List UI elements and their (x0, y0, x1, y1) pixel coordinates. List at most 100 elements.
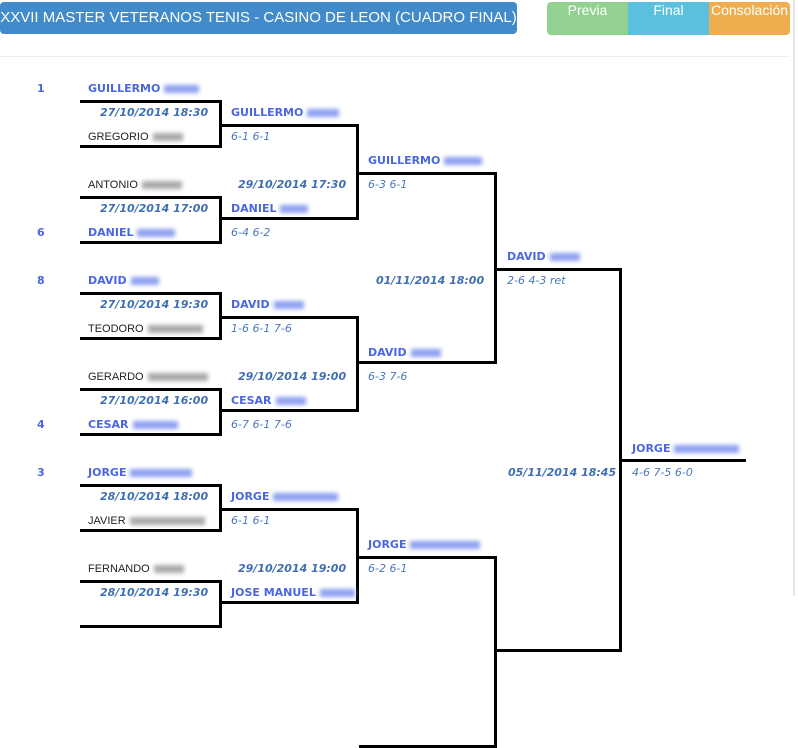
redacted-surname (275, 397, 306, 405)
redacted-surname (130, 277, 159, 285)
match-score: 6-1 6-1 (231, 514, 270, 528)
winner-name: GUILLERMO (88, 82, 200, 96)
redacted-surname (141, 181, 182, 190)
winner-name: DAVID (88, 274, 159, 288)
match-date-label: 27/10/2014 16:00 (100, 394, 209, 407)
player-name-label: GREGORIO (88, 131, 149, 143)
match-score: 6-4 6-2 (231, 226, 270, 240)
seed-number-label: 8 (37, 274, 45, 287)
winner-name-label: DAVID (368, 346, 407, 359)
match-score: 6-7 6-1 7-6 (231, 418, 292, 432)
scrollbar[interactable] (793, 0, 795, 596)
redacted-surname (152, 133, 183, 142)
redacted-surname (273, 301, 304, 309)
winner-name-label: CESAR (231, 394, 272, 407)
winner-name-label: DAVID (507, 250, 546, 263)
match-date: 05/11/2014 18:45 (508, 466, 616, 480)
redacted-surname (147, 325, 203, 334)
winner-name: JORGE (231, 490, 339, 504)
tournament-title[interactable]: XXVII MASTER VETERANOS TENIS - CASINO DE… (0, 2, 517, 34)
match-score-label: 6-1 6-1 (231, 514, 271, 527)
player-name: JAVIER (88, 514, 205, 528)
match-date: 29/10/2014 19:00 (238, 370, 346, 384)
winner-name: DAVID (368, 346, 441, 360)
player-name-label: GERARDO (88, 371, 144, 383)
match-score-label: 6-2 6-1 (368, 562, 408, 575)
match-date-label: 29/10/2014 19:00 (238, 370, 347, 383)
bracket-line (622, 459, 746, 462)
match-score: 2-6 4-3 ret (507, 274, 566, 288)
winner-name: GUILLERMO (368, 154, 483, 168)
final-score: 4-6 7-5 6-0 (632, 466, 693, 480)
match-score-label: 6-4 6-2 (231, 226, 271, 239)
tab-final[interactable]: Final (628, 2, 709, 35)
redacted-surname (273, 493, 339, 501)
winner-name-label: DANIEL (88, 226, 134, 239)
player-name: FERNANDO (88, 562, 184, 576)
winner-name: JORGE (88, 466, 193, 480)
winner-name-label: GUILLERMO (368, 154, 441, 167)
redacted-surname (132, 421, 178, 429)
bracket-line (222, 124, 359, 220)
seed-number-label: 6 (37, 226, 45, 239)
winner-name: DANIEL (231, 202, 309, 216)
winner-name: JOSE MANUEL (231, 586, 355, 600)
winner-name: CESAR (231, 394, 306, 408)
bracket-line (497, 268, 622, 652)
match-date-label: 27/10/2014 19:30 (100, 298, 209, 311)
player-name-label: TEODORO (88, 323, 144, 335)
match-date-label: 29/10/2014 17:30 (238, 178, 347, 191)
match-score-label: 1-6 6-1 7-6 (231, 322, 292, 335)
winner-name-label: GUILLERMO (231, 106, 304, 119)
bracket-line (80, 292, 222, 340)
match-score: 6-3 6-1 (368, 178, 407, 192)
match-date-label: 27/10/2014 17:00 (100, 202, 209, 215)
tab-consolacion[interactable]: Consolación (709, 2, 790, 35)
bracket-line (80, 100, 222, 148)
bracket-line (359, 556, 497, 748)
redacted-surname (674, 445, 740, 453)
seed-number-label: 3 (37, 466, 45, 479)
winner-name: DAVID (231, 298, 304, 312)
match-score-label: 6-3 6-1 (368, 178, 408, 191)
redacted-surname (549, 253, 580, 261)
champion-name: JORGE (632, 442, 740, 456)
seed-number: 4 (37, 418, 45, 432)
player-name: GERARDO (88, 370, 208, 384)
redacted-surname (280, 205, 309, 213)
tab-previa[interactable]: Previa (547, 2, 628, 35)
seed-number: 6 (37, 226, 45, 240)
winner-name-label: JORGE (368, 538, 407, 551)
player-name: ANTONIO (88, 178, 182, 192)
bracket-line (80, 388, 222, 436)
match-date: 29/10/2014 17:30 (238, 178, 346, 192)
match-score: 6-3 7-6 (368, 370, 407, 384)
match-score: 6-1 6-1 (231, 130, 270, 144)
winner-name: GUILLERMO (231, 106, 340, 120)
seed-number: 8 (37, 274, 45, 288)
bracket-line (80, 484, 222, 532)
match-score-label: 6-7 6-1 7-6 (231, 418, 292, 431)
match-date: 27/10/2014 17:00 (100, 202, 208, 216)
match-date-label: 28/10/2014 19:30 (100, 586, 209, 599)
redacted-surname (130, 469, 193, 477)
redacted-surname (153, 565, 184, 574)
seed-number: 1 (37, 82, 45, 96)
seed-number-label: 4 (37, 418, 45, 431)
bracket-line (80, 196, 222, 244)
bracket-line (359, 172, 497, 364)
match-date: 27/10/2014 18:30 (100, 106, 208, 120)
match-date: 28/10/2014 18:00 (100, 490, 208, 504)
seed-number-label: 1 (37, 82, 45, 95)
match-date: 27/10/2014 19:30 (100, 298, 208, 312)
player-name: GREGORIO (88, 130, 183, 144)
winner-name-label: JOSE MANUEL (231, 586, 316, 599)
redacted-surname (319, 589, 355, 597)
match-date: 27/10/2014 16:00 (100, 394, 208, 408)
divider (0, 56, 790, 57)
player-name-label: JAVIER (88, 515, 126, 527)
player-name-label: ANTONIO (88, 179, 138, 191)
match-score-label: 2-6 4-3 ret (507, 274, 566, 287)
match-score: 1-6 6-1 7-6 (231, 322, 292, 336)
match-score-label: 6-3 7-6 (368, 370, 408, 383)
